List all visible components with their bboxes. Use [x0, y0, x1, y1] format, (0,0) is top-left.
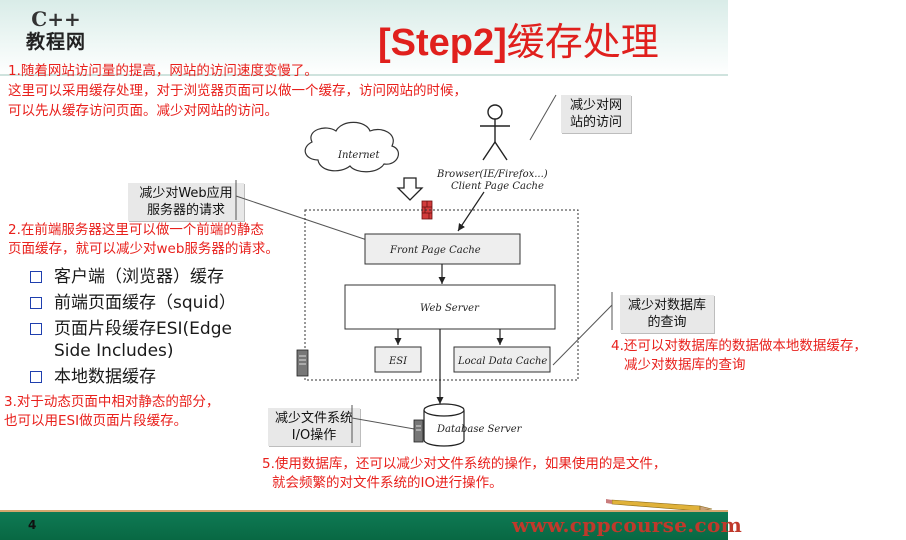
esi-box	[374, 346, 422, 373]
note-1-line-3: 可以先从缓存访问页面。减少对网站的访问。	[8, 103, 278, 119]
callout-leader-line	[529, 94, 557, 141]
note-1-line-1: 1.随着网站访问量的提高，网站的访问速度变慢了。	[8, 63, 318, 79]
user-figure-icon	[480, 104, 510, 161]
bullet-item: 本地数据缓存	[30, 366, 300, 388]
database-server-label: Database Server	[436, 424, 523, 435]
checkbox-bullet-icon	[30, 371, 42, 383]
database-cylinder-icon	[423, 403, 465, 447]
note-2-line-2: 页面缓存，就可以减少对web服务器的请求。	[8, 241, 279, 257]
bullet-text: 前端页面缓存（squid）	[54, 293, 236, 313]
header-band	[0, 0, 728, 76]
callout-web-requests: 减少对Web应用服务器的请求	[128, 183, 244, 221]
down-arrow-icon	[396, 177, 424, 201]
internet-cloud	[304, 121, 400, 173]
server-tower-icon	[413, 419, 424, 443]
local-data-cache-label: Local Data Cache	[457, 356, 547, 367]
checkbox-bullet-icon	[30, 271, 42, 283]
bullet-item: 客户端（浏览器）缓存	[30, 266, 300, 288]
footer-band	[0, 512, 728, 540]
callout-leader-line	[552, 304, 613, 366]
callout-leader-line	[351, 417, 421, 431]
bullet-text: 页面片段缓存ESI(Edge Side Includes)	[54, 319, 232, 361]
front-page-cache-box	[364, 233, 521, 265]
footer-website: www.cppcourse.com	[512, 513, 743, 537]
checkbox-bullet-icon	[30, 323, 42, 335]
callout-file-io: 减少文件系统I/O操作	[268, 408, 360, 446]
flow-arrow	[457, 191, 485, 232]
note-1-line-2: 这里可以采用缓存处理，对于浏览器页面可以做一个缓存，访问网站的时候，	[8, 83, 467, 99]
callout-db-queries: 减少对数据库的查询	[620, 295, 714, 333]
internet-label: Internet	[337, 150, 380, 161]
bullet-item: 页面片段缓存ESI(Edge Side Includes)	[30, 318, 300, 362]
bullet-text: 客户端（浏览器）缓存	[54, 267, 224, 287]
logo: C++ 教程网	[26, 8, 86, 54]
bullet-item: 前端页面缓存（squid）	[30, 292, 300, 314]
note-4-line-1: 4.还可以对数据库的数据做本地数据缓存，	[611, 338, 867, 354]
slide-title-prefix: [Step2]	[378, 22, 507, 64]
web-server-label: Web Server	[420, 303, 480, 314]
footer-divider	[0, 510, 728, 512]
bullet-text: 本地数据缓存	[54, 367, 156, 387]
slide-title: [Step2]缓存处理	[378, 18, 659, 67]
logo-line2: 教程网	[26, 31, 87, 53]
note-5-line-2: 就会频繁的对文件系统的IO进行操作。	[272, 475, 503, 491]
checkbox-bullet-icon	[30, 297, 42, 309]
note-3-line-1: 3.对于动态页面中相对静态的部分，	[4, 394, 220, 410]
header-divider	[0, 74, 728, 76]
firewall-icon	[421, 200, 433, 220]
server-boundary	[304, 209, 579, 381]
browser-label: Browser(IE/Firefox...)	[436, 169, 548, 180]
client-cache-label: Client Page Cache	[451, 181, 544, 192]
esi-label: ESI	[388, 356, 408, 367]
bullet-list: 客户端（浏览器）缓存 前端页面缓存（squid） 页面片段缓存ESI(Edge …	[30, 266, 300, 392]
logo-line1: C++	[31, 7, 81, 31]
note-5-line-1: 5.使用数据库，还可以减少对文件系统的操作，如果使用的是文件，	[262, 456, 667, 472]
note-3-line-2: 也可以用ESI做页面片段缓存。	[4, 413, 188, 429]
slide-title-main: 缓存处理	[506, 20, 659, 64]
note-4-line-2: 减少对数据库的查询	[624, 357, 746, 373]
front-page-cache-label: Front Page Cache	[389, 245, 481, 256]
note-2-line-1: 2.在前端服务器这里可以做一个前端的静态	[8, 222, 264, 238]
local-data-cache-box	[453, 346, 551, 373]
callout-site-access: 减少对网站的访问	[561, 95, 631, 133]
page-number: 4	[28, 518, 37, 532]
web-server-box	[344, 284, 556, 330]
